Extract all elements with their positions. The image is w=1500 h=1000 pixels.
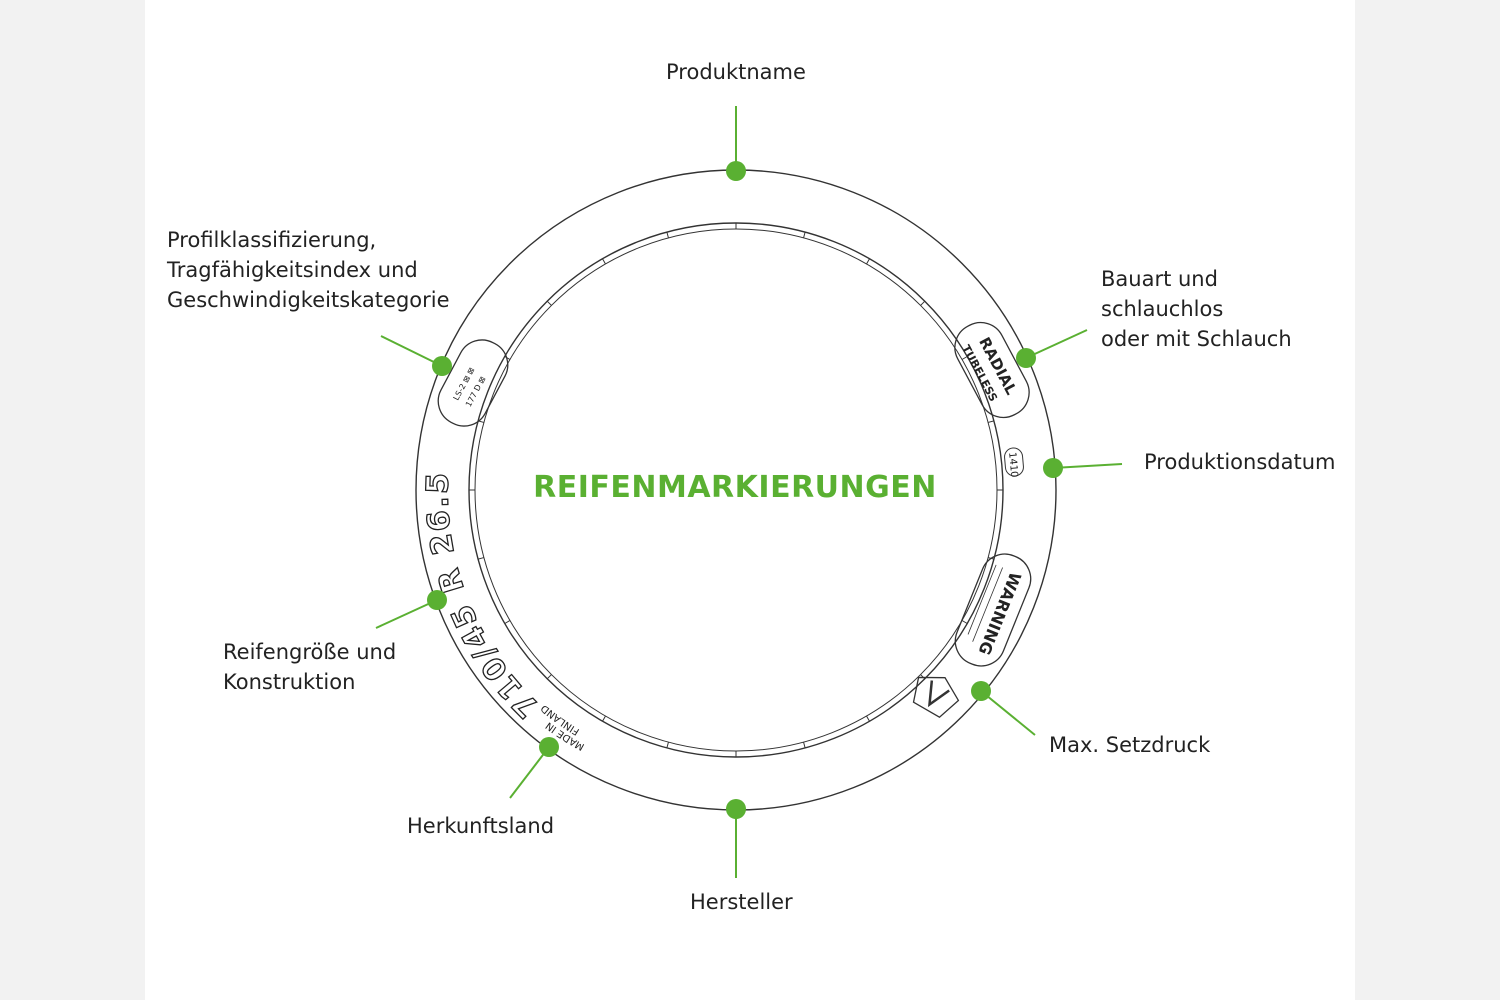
diagram-title: REIFENMARKIERUNGEN [533, 470, 937, 505]
diagram-panel [145, 0, 1355, 1000]
leader-lines [375, 106, 1123, 878]
rim-tick [866, 258, 870, 265]
rim-tick [477, 557, 485, 560]
rim-tick [987, 420, 995, 423]
rim-tick [602, 258, 606, 265]
rim-ticks [469, 223, 1003, 757]
date-code-plate: 1410 [1004, 447, 1024, 478]
marker-setzdruck[interactable] [971, 681, 991, 701]
label-produktname: Produktname [666, 60, 806, 84]
manufacturer-logo-mark [912, 676, 960, 719]
rim-tick [920, 674, 926, 680]
label-herkunftsland: Herkunftsland [407, 814, 555, 838]
marker-hersteller[interactable] [726, 799, 746, 819]
rim-tick [666, 741, 669, 749]
label-bauart: Bauart und schlauchlos oder mit Schlauch [1101, 267, 1292, 351]
marker-profilklassifizierung[interactable] [432, 356, 452, 376]
rim-tick [504, 620, 511, 624]
warning-plate: WARNING [954, 553, 1032, 667]
svg-text:WARNING: WARNING [974, 569, 1024, 657]
load-index-plate: LS-2 ⊠ ⊠ 177 D ⊠ [437, 339, 509, 427]
rim-tick [546, 300, 552, 306]
svg-text:1410: 1410 [1006, 452, 1019, 478]
marker-herkunftsland[interactable] [539, 737, 559, 757]
label-reifengroesse: Reifengröße und Konstruktion [223, 640, 397, 694]
rim-tick [961, 620, 968, 624]
label-setzdruck: Max. Setzdruck [1049, 733, 1211, 757]
rim-tick [666, 231, 669, 239]
rim-tick [803, 741, 806, 749]
rim-tick [546, 674, 552, 680]
radial-plate: RADIAL TUBELESS [954, 321, 1030, 419]
marker-reifengroesse[interactable] [427, 590, 447, 610]
marker-produktionsdatum[interactable] [1043, 458, 1063, 478]
rim-tick [602, 715, 606, 722]
label-profilklassifizierung: Profilklassifizierung, Tragfähigkeitsind… [167, 228, 450, 312]
label-hersteller: Hersteller [690, 890, 793, 914]
marker-produktname[interactable] [726, 161, 746, 181]
rim-tick [866, 715, 870, 722]
rim-tick [803, 231, 806, 239]
rim-tick [920, 300, 926, 306]
rim-tick [961, 356, 968, 360]
label-produktionsdatum: Produktionsdatum [1144, 450, 1336, 474]
marker-bauart[interactable] [1016, 348, 1036, 368]
